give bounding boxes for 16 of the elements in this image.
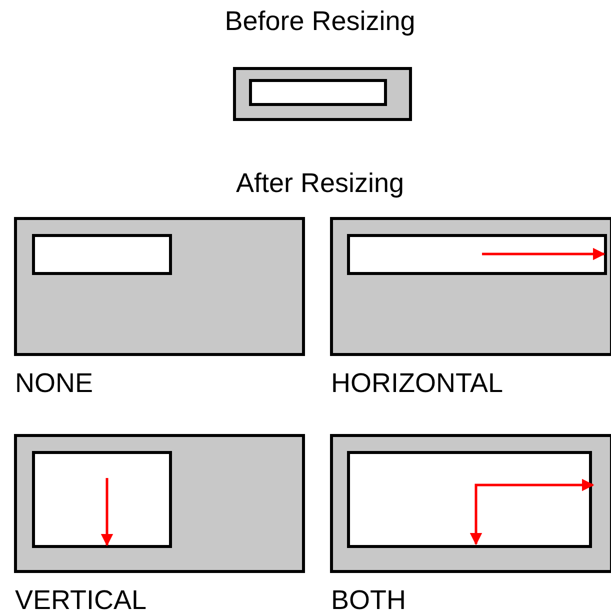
title: Before Resizing xyxy=(224,6,416,37)
panel-caption: HORIZONTAL xyxy=(331,368,504,399)
panel-caption: BOTH xyxy=(331,585,406,615)
panel-caption: VERTICAL xyxy=(15,585,147,615)
window-box xyxy=(347,451,592,548)
panel-box xyxy=(233,67,412,121)
window-box xyxy=(249,79,387,106)
window-box xyxy=(32,234,172,275)
panel-box xyxy=(14,217,305,356)
panel-box xyxy=(14,434,305,573)
panel-caption: NONE xyxy=(15,368,94,399)
window-box xyxy=(32,451,172,548)
panel-box xyxy=(330,434,611,573)
panel-box xyxy=(330,217,611,356)
window-box xyxy=(347,234,607,275)
section-heading: After Resizing xyxy=(234,168,406,199)
